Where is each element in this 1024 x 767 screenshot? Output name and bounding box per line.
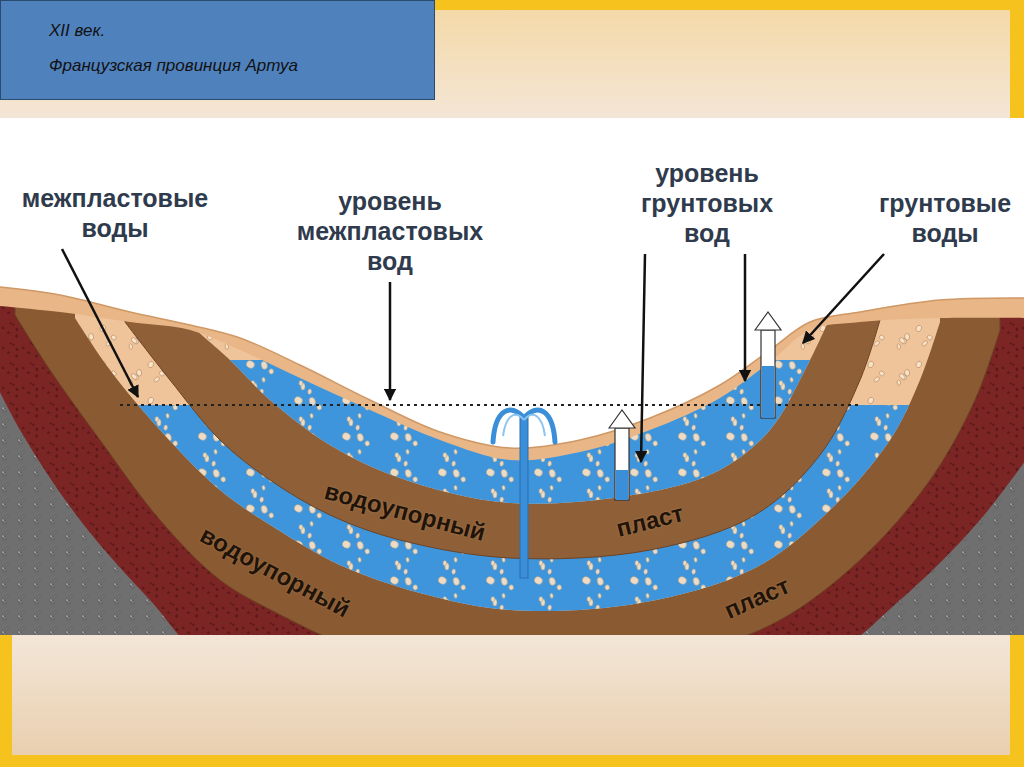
bottom-band xyxy=(12,635,1010,755)
fountain xyxy=(503,415,545,436)
soil-layer xyxy=(0,118,1024,460)
water-level-line xyxy=(120,404,862,406)
well-water xyxy=(616,470,628,500)
ground-surface xyxy=(0,286,1024,448)
callout-label: грунтовые воды xyxy=(879,188,1011,248)
cross-section xyxy=(0,118,1024,635)
leader-arrow xyxy=(744,254,747,381)
leader-arrow xyxy=(803,254,884,343)
fountain xyxy=(493,410,555,442)
caption-text: Французская провинция Артуа xyxy=(49,56,420,76)
leader-arrow xyxy=(62,249,138,397)
ground-well xyxy=(609,410,635,500)
well-water xyxy=(762,366,774,418)
callout-label: уровень грунтовых вод xyxy=(641,158,773,248)
callout-label: межпластовые воды xyxy=(22,183,208,243)
leader-arrow xyxy=(641,254,645,462)
well-shaft xyxy=(761,330,775,418)
sky xyxy=(0,118,1024,448)
ground-well xyxy=(755,312,781,418)
callout-label: уровень межпластовых вод xyxy=(297,186,483,276)
well-arrowhead xyxy=(755,312,781,330)
caption-text: XII век. xyxy=(49,21,420,41)
well-shaft xyxy=(615,428,629,500)
rock-layer xyxy=(0,118,1024,635)
well-pipe xyxy=(520,416,528,578)
caption-box: XII век. Французская провинция Артуа xyxy=(0,0,435,100)
well-arrowhead xyxy=(609,410,635,428)
leader-arrow xyxy=(389,282,392,400)
